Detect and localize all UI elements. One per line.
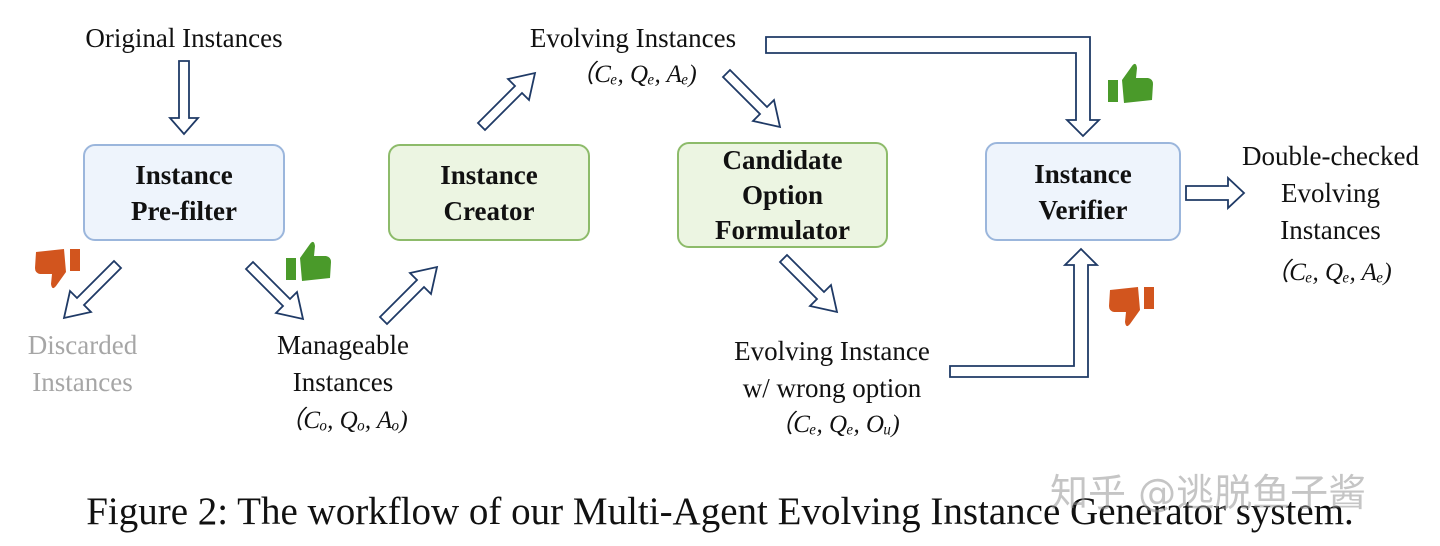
original-instances-label: Original Instances xyxy=(85,23,283,53)
figure-caption: Figure 2: The workflow of our Multi-Agen… xyxy=(86,490,1354,533)
evolving-instances-label: Evolving Instances xyxy=(529,23,737,53)
arrow-creator-to-evolving xyxy=(476,71,537,132)
wrong-option-tuple: （Cₑ, Qₑ, Oᵤ) xyxy=(768,411,900,438)
instance-creator-text: Instance Creator xyxy=(440,159,538,226)
arrow-evolving-to-verifier xyxy=(765,36,1102,138)
thumbs-up-icon xyxy=(286,241,331,281)
arrow-original-to-prefilter xyxy=(168,60,200,136)
instance-creator-box: Instance Creator xyxy=(388,144,590,241)
arrow-prefilter-to-manageable xyxy=(244,260,305,321)
evolving-instances-tuple: （Cₑ, Qₑ, Aₑ) xyxy=(569,61,697,88)
manageable-instances-label: Manageable Instances xyxy=(277,330,409,397)
arrow-prefilter-to-discarded xyxy=(62,259,123,320)
instance-prefilter-text: Instance Pre-filter xyxy=(131,159,237,226)
instance-verifier-box: Instance Verifier xyxy=(985,142,1181,241)
watermark: 知乎 @逃脱鱼子酱 xyxy=(1050,471,1367,515)
thumbs-down-icon xyxy=(35,249,80,289)
thumbs-down-icon xyxy=(1109,287,1154,327)
arrow-verifier-to-output xyxy=(1185,175,1246,211)
instance-verifier-text: Instance Verifier xyxy=(1034,158,1132,225)
arrow-formulator-to-wrong xyxy=(778,253,839,314)
arrow-wrong-to-verifier xyxy=(949,247,1100,378)
candidate-option-formulator-text: Candidate Option Formulator xyxy=(715,144,850,245)
double-checked-label: Double-checked Evolving Instances xyxy=(1242,141,1419,245)
discarded-instances-label: Discarded Instances xyxy=(27,330,138,397)
double-checked-tuple: （Cₑ, Qₑ, Aₑ) xyxy=(1264,259,1392,286)
manageable-instances-tuple: （Cₒ, Qₒ, Aₒ) xyxy=(278,407,408,434)
arrow-evolving-to-formulator xyxy=(721,68,782,129)
instance-prefilter-box: Instance Pre-filter xyxy=(83,144,285,241)
thumbs-up-icon xyxy=(1108,63,1153,103)
wrong-option-label: Evolving Instance w/ wrong option xyxy=(734,336,930,403)
candidate-option-formulator-box: Candidate Option Formulator xyxy=(677,142,888,248)
arrow-manageable-to-creator xyxy=(378,265,439,326)
